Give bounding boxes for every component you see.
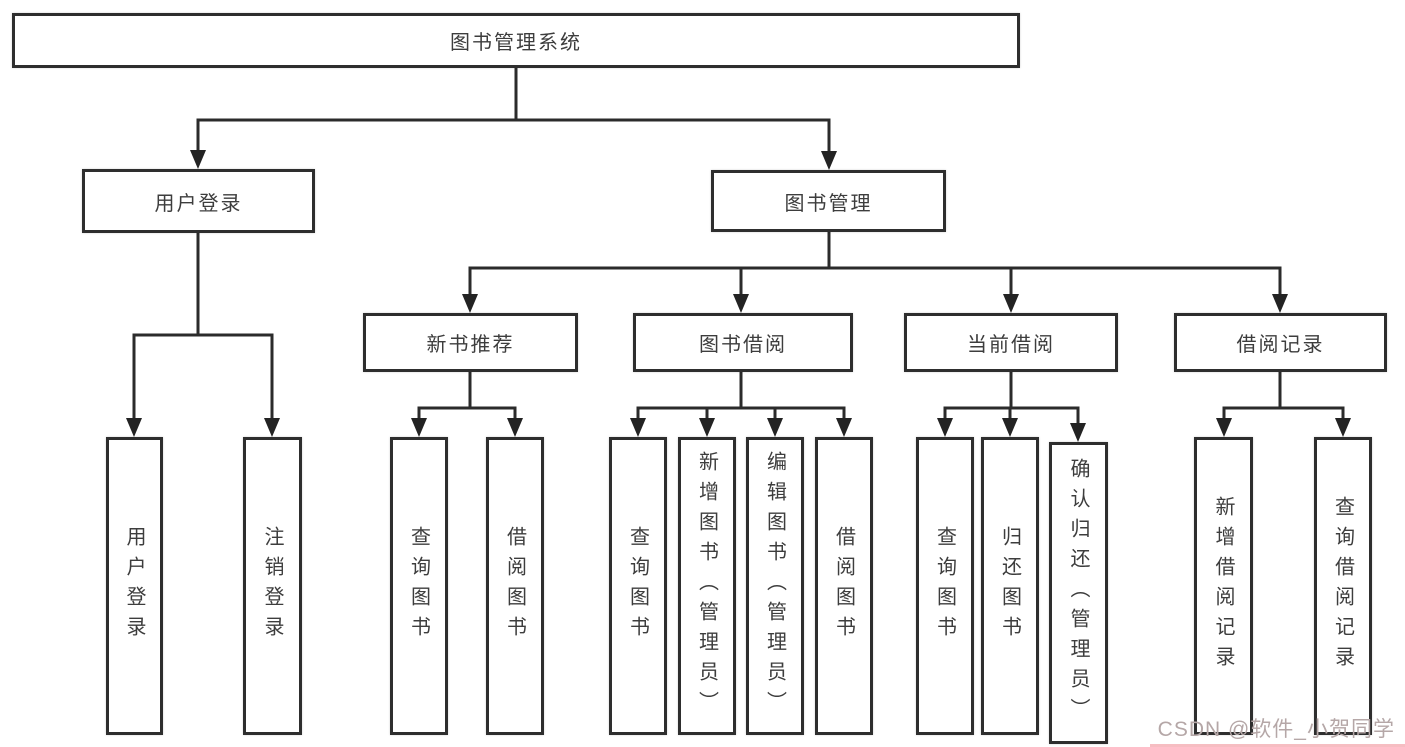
leaf-logout-login: 注销登录 (243, 437, 302, 735)
node-label: 用户登录 (154, 192, 243, 215)
leaf-label: 新增借阅记录 (1212, 496, 1234, 676)
watermark-pink-strip (1150, 744, 1405, 747)
node-book-borrow: 图书借阅 (633, 313, 853, 372)
leaf-label: 查询图书 (407, 526, 430, 646)
node-label: 新书推荐 (426, 334, 515, 356)
leaf-label: 查询借阅记录 (1331, 496, 1354, 676)
leaf-query-borrow-record: 查询借阅记录 (1314, 437, 1372, 735)
node-label: 借阅记录 (1236, 334, 1325, 356)
node-book-management: 图书管理 (711, 170, 946, 232)
node-label: 当前借阅 (967, 334, 1055, 356)
leaf-label: 确认归还（管理员） (1067, 458, 1089, 728)
leaf-label: 查询图书 (933, 526, 956, 646)
leaf-borrow-books: 借阅图书 (815, 437, 873, 735)
leaf-label: 查询图书 (626, 526, 649, 646)
leaf-query-books-current: 查询图书 (916, 437, 974, 735)
leaf-query-books-borrow: 查询图书 (609, 437, 667, 735)
leaf-add-book-admin: 新增图书（管理员） (678, 437, 736, 735)
leaf-label: 借阅图书 (832, 526, 855, 646)
leaf-add-borrow-record: 新增借阅记录 (1194, 437, 1253, 735)
leaf-borrow-books-recommend: 借阅图书 (486, 437, 544, 735)
leaf-confirm-return-admin: 确认归还（管理员） (1049, 442, 1108, 744)
node-library-management-system: 图书管理系统 (12, 13, 1020, 68)
node-label: 图书管理 (784, 192, 873, 215)
leaf-edit-book-admin: 编辑图书（管理员） (746, 437, 804, 735)
node-borrow-records: 借阅记录 (1174, 313, 1387, 372)
leaf-label: 编辑图书（管理员） (763, 451, 786, 721)
node-user-login: 用户登录 (82, 169, 315, 233)
leaf-label: 注销登录 (261, 526, 283, 646)
node-new-book-recommend: 新书推荐 (363, 313, 578, 372)
leaf-label: 借阅图书 (503, 526, 526, 646)
leaf-query-books-recommend: 查询图书 (390, 437, 448, 735)
node-current-borrow: 当前借阅 (904, 313, 1118, 372)
node-label: 图书管理系统 (450, 32, 582, 54)
leaf-label: 新增图书（管理员） (695, 451, 718, 721)
leaf-label: 用户登录 (123, 526, 145, 646)
leaf-user-login: 用户登录 (106, 437, 163, 735)
watermark: CSDN @软件_小贺同学 (1157, 718, 1395, 741)
node-label: 图书借阅 (699, 334, 787, 356)
arrowhead-icons (126, 150, 1351, 442)
leaf-label: 归还图书 (998, 526, 1021, 646)
leaf-return-books: 归还图书 (981, 437, 1039, 735)
